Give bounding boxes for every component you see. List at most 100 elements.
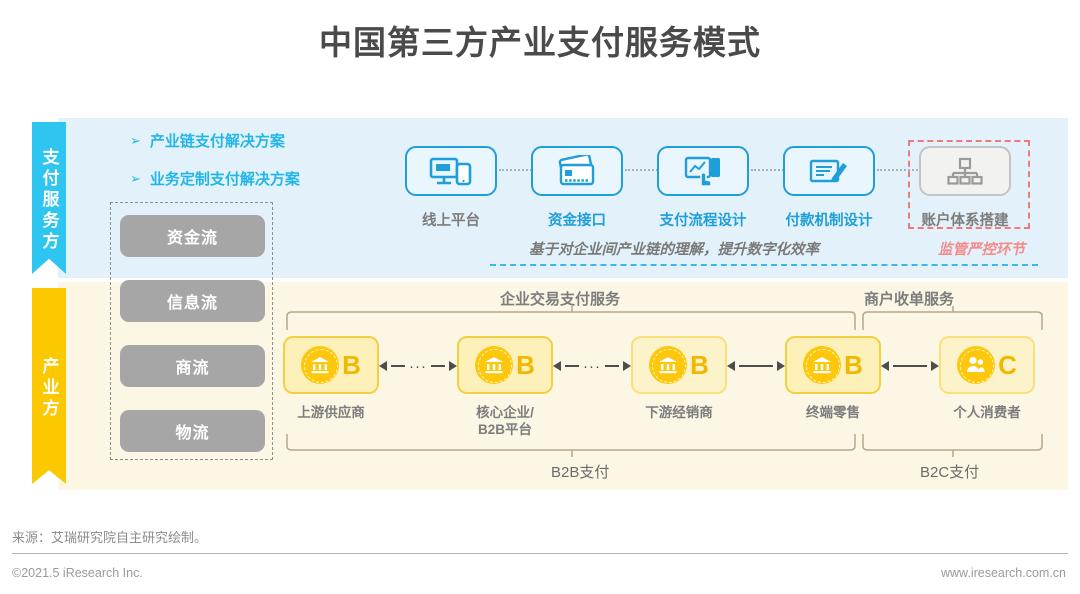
- chain-node-individual-consumer[interactable]: C 个人消费者: [939, 336, 1035, 422]
- bracket-label-b2c: B2C支付: [920, 464, 980, 481]
- arrow-line: [565, 365, 579, 367]
- copyright-text: ©2021.5 iResearch Inc.: [12, 566, 143, 580]
- section-header-enterprise-payment: 企业交易支付服务: [500, 291, 621, 308]
- flow-chip-logistics[interactable]: 物流: [120, 410, 265, 452]
- flow-chip-information[interactable]: 信息流: [120, 280, 265, 322]
- chain-node-upstream-supplier[interactable]: B 上游供应商: [283, 336, 379, 422]
- service-item-payment-mechanism-design[interactable]: 付款机制设计: [783, 146, 875, 230]
- people-circle-icon: [957, 346, 996, 384]
- regulation-highlight-box: [908, 140, 1030, 229]
- monitor-phone-icon: [429, 157, 472, 186]
- service-card: [919, 146, 1011, 196]
- sidebar-tab-label: 支付服务方: [39, 147, 59, 253]
- arrow-head-left-icon: [727, 361, 735, 371]
- flow-chip-commerce[interactable]: 商流: [120, 345, 265, 387]
- org-hierarchy-icon: [947, 157, 983, 185]
- bank-circle-icon: [301, 346, 340, 384]
- document-pen-icon: [809, 159, 847, 183]
- node-card: B: [631, 336, 727, 394]
- node-card: C: [939, 336, 1035, 394]
- node-card: B: [785, 336, 881, 394]
- service-item-payment-flow-design[interactable]: 支付流程设计: [657, 146, 749, 230]
- chart-touch-icon: [684, 156, 720, 187]
- arrow-line: [893, 365, 927, 367]
- chain-node-downstream-distributor[interactable]: B 下游经销商: [631, 336, 727, 422]
- note-highlight-text: 监管严控环节: [938, 242, 1025, 258]
- service-connector-dots-3: [751, 169, 795, 172]
- arrow-head-left-icon: [881, 361, 889, 371]
- arrow-head-right-icon: [931, 361, 939, 371]
- sidebar-tab-label: 产业方: [39, 356, 59, 420]
- chain-node-core-enterprise[interactable]: B 核心企业/ B2B平台: [457, 336, 553, 439]
- service-card: [405, 146, 497, 196]
- footer-divider: [12, 553, 1068, 554]
- note-dashed-divider: [490, 264, 1038, 266]
- service-item-account-system[interactable]: 账户体系搭建: [919, 146, 1011, 230]
- node-label: 下游经销商: [645, 405, 713, 420]
- flow-chip-capital[interactable]: 资金流: [120, 215, 265, 257]
- bracket-label-b2b: B2B支付: [551, 464, 610, 481]
- bank-circle-icon: [475, 346, 514, 384]
- node-card: B: [457, 336, 553, 394]
- arrow-line: [739, 365, 773, 367]
- page-title: 中国第三方产业支付服务模式: [319, 24, 761, 61]
- node-label: 终端零售: [806, 405, 860, 420]
- service-connector-dots-1: [499, 169, 543, 172]
- bank-circle-icon: [803, 346, 842, 384]
- chain-node-terminal-retail[interactable]: B 终端零售: [785, 336, 881, 422]
- section-header-merchant-acquiring: 商户收单服务: [864, 291, 955, 308]
- service-label: 支付流程设计: [659, 213, 747, 229]
- bullet-item-supply-chain-payment[interactable]: ➢ 产业链支付解决方案: [130, 130, 300, 151]
- chain-arrow-1: ···: [379, 358, 457, 374]
- node-letter: B: [690, 350, 709, 380]
- bank-cards-icon: [558, 155, 595, 186]
- arrow-line: [605, 365, 619, 367]
- bullet-arrow-icon: ➢: [130, 170, 141, 186]
- node-label: 上游供应商: [297, 405, 365, 420]
- arrow-line: [391, 365, 405, 367]
- sidebar-tab-payment-service-provider[interactable]: 支付服务方: [32, 122, 66, 274]
- arrow-head-left-icon: [379, 361, 387, 371]
- sidebar-tab-industry-party[interactable]: 产业方: [32, 288, 66, 484]
- website-link[interactable]: www.iresearch.com.cn: [940, 566, 1066, 580]
- service-connector-dots-2: [625, 169, 669, 172]
- bank-circle-icon: [649, 346, 688, 384]
- arrow-head-right-icon: [623, 361, 631, 371]
- node-label: 核心企业/ B2B平台: [457, 405, 553, 439]
- node-letter: B: [844, 350, 863, 380]
- service-label: 线上平台: [422, 213, 480, 229]
- arrow-ellipsis: ···: [409, 357, 427, 375]
- note-main-text: 基于对企业间产业链的理解，提升数字化效率: [529, 242, 819, 258]
- bullet-item-custom-payment[interactable]: ➢ 业务定制支付解决方案: [130, 168, 300, 189]
- section-bracket-top: [286, 306, 1043, 330]
- source-note: 来源：艾瑞研究院自主研究绘制。: [12, 530, 208, 545]
- node-card: B: [283, 336, 379, 394]
- chain-arrow-4: [881, 358, 939, 374]
- bullet-label: 产业链支付解决方案: [149, 133, 285, 150]
- arrow-head-right-icon: [449, 361, 457, 371]
- chain-arrow-3: [727, 358, 785, 374]
- payment-type-bracket: [286, 434, 1043, 457]
- flow-types-group: 资金流 信息流 商流 物流: [110, 202, 273, 460]
- arrow-line: [431, 365, 445, 367]
- node-letter: B: [342, 350, 361, 380]
- service-label: 资金接口: [548, 213, 606, 229]
- node-label-line2: B2B平台: [477, 421, 532, 437]
- service-item-fund-interface[interactable]: 资金接口: [531, 146, 623, 230]
- service-card: [783, 146, 875, 196]
- service-item-online-platform[interactable]: 线上平台: [405, 146, 497, 230]
- arrow-head-right-icon: [777, 361, 785, 371]
- arrow-ellipsis: ···: [583, 357, 601, 375]
- service-card: [657, 146, 749, 196]
- node-label: 个人消费者: [953, 405, 1021, 420]
- chain-arrow-2: ···: [553, 358, 631, 374]
- node-letter: C: [998, 350, 1017, 380]
- service-label: 付款机制设计: [785, 213, 873, 229]
- bullet-arrow-icon: ➢: [130, 132, 141, 148]
- service-label: 账户体系搭建: [921, 213, 1009, 229]
- service-card: [531, 146, 623, 196]
- node-label-line1: 核心企业/: [476, 405, 534, 420]
- service-connector-dots-4: [877, 169, 921, 172]
- solution-bullet-list: ➢ 产业链支付解决方案 ➢ 业务定制支付解决方案: [130, 130, 300, 206]
- arrow-head-left-icon: [553, 361, 561, 371]
